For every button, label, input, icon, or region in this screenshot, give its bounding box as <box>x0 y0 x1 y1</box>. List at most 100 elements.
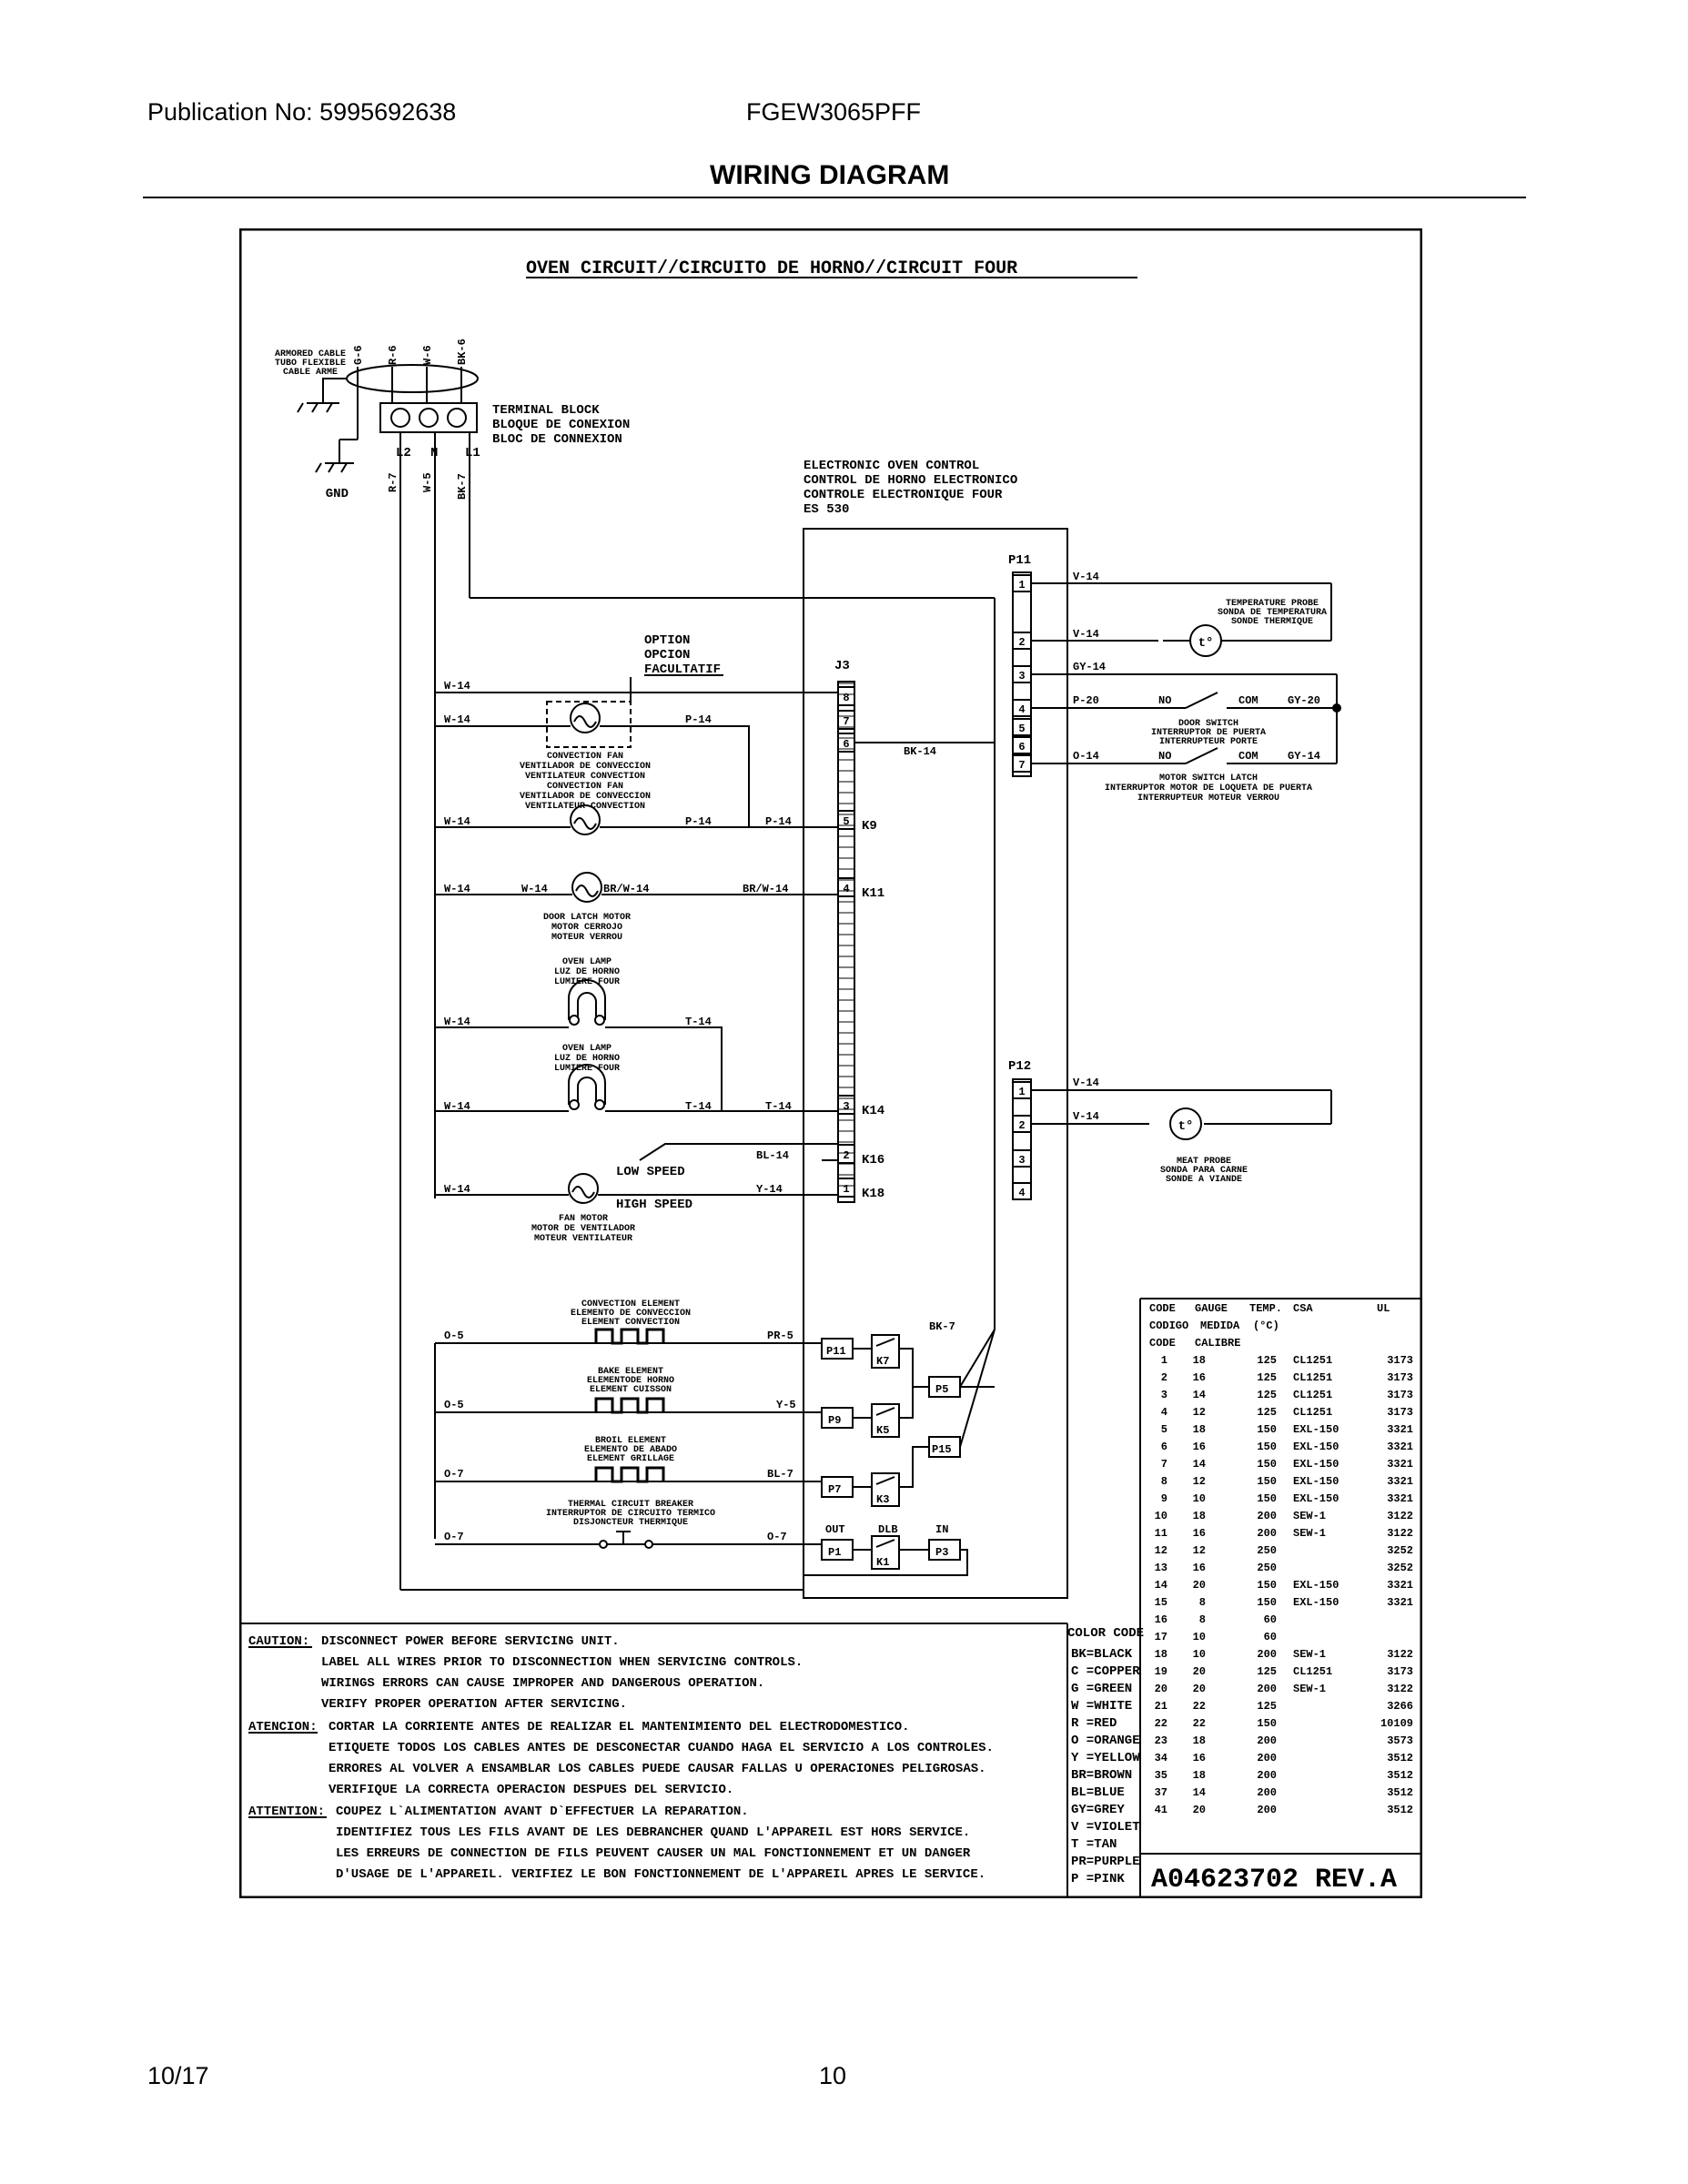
temp-probe-icon: t° <box>1189 624 1222 657</box>
attention-line: D'USAGE DE L'APPAREIL. VERIFIEZ LE BON F… <box>336 1867 986 1882</box>
gauge-awg: 18 <box>1193 1423 1206 1436</box>
terminal-block <box>379 402 478 433</box>
gauge-awg: 22 <box>1193 1700 1206 1713</box>
gauge-code: 21 <box>1155 1700 1167 1713</box>
atencion-label: ATENCION: <box>248 1720 318 1734</box>
gauge-h3-calibre: CALIBRE <box>1195 1337 1240 1350</box>
caution-line: VERIFY PROPER OPERATION AFTER SERVICING. <box>321 1697 627 1712</box>
color-code-row: BK=BLACK <box>1071 1647 1133 1662</box>
gauge-awg: 8 <box>1199 1596 1206 1609</box>
motor-switch-en: MOTOR SWITCH LATCH <box>1159 774 1258 784</box>
tcb-o7b: O-7 <box>767 1531 787 1543</box>
gauge-code: 12 <box>1155 1544 1167 1557</box>
row6-t14b: T-14 <box>765 1100 792 1113</box>
svg-text:t°: t° <box>1178 1119 1194 1134</box>
gauge-code: 22 <box>1155 1717 1167 1730</box>
gauge-awg: 14 <box>1193 1389 1206 1401</box>
p12-pin-4: 4 <box>1018 1187 1025 1199</box>
gauge-awg: 10 <box>1193 1631 1206 1643</box>
color-code-row: W =WHITE <box>1071 1699 1132 1714</box>
gauge-code: 34 <box>1155 1752 1167 1764</box>
gauge-awg: 20 <box>1193 1665 1206 1678</box>
wire <box>435 1026 723 1111</box>
p11-pin-box <box>1012 736 1032 754</box>
meat-probe-fr: SONDE A VIANDE <box>1166 1175 1242 1185</box>
gauge-temp: 150 <box>1257 1717 1277 1730</box>
k11-label: K11 <box>862 886 884 901</box>
gauge-awg: 20 <box>1193 1804 1206 1816</box>
broil-element-es: ELEMENTO DE ABADO <box>584 1445 677 1455</box>
temp-probe-fr: SONDE THERMIQUE <box>1231 617 1313 627</box>
oven-lamp-1-icon <box>568 979 606 1026</box>
conv-fan2-es: VENTILADOR DE CONVECCION <box>520 792 651 802</box>
gauge-csa: SEW-1 <box>1293 1510 1326 1522</box>
door-switch-no: NO <box>1158 694 1171 707</box>
gauge-h-ul: UL <box>1377 1302 1390 1315</box>
gauge-csa: SEW-1 <box>1293 1648 1326 1661</box>
gauge-ul: 3321 <box>1387 1423 1413 1436</box>
door-switch-es: INTERRUPTOR DE PUERTA <box>1151 728 1266 738</box>
lamp2-fr: LUMIERE FOUR <box>554 1064 620 1074</box>
meat-probe-icon: t° <box>1169 1107 1202 1140</box>
convection-fan-optional-icon <box>570 703 601 733</box>
p11-pin-2: 2 <box>1018 636 1025 649</box>
relay-pin-p3: P3 <box>935 1546 948 1559</box>
gauge-awg: 16 <box>1193 1371 1206 1384</box>
gauge-code: 2 <box>1161 1371 1167 1384</box>
tcb-fr: DISJONCTEUR THERMIQUE <box>573 1518 688 1528</box>
gauge-h3-code: CODE <box>1149 1337 1176 1350</box>
caution-label: CAUTION: <box>248 1634 309 1649</box>
control-es: CONTROL DE HORNO ELECTRONICO <box>804 473 1017 488</box>
gauge-awg: 18 <box>1193 1354 1206 1367</box>
gauge-csa: CL1251 <box>1293 1665 1332 1678</box>
wire <box>639 1143 838 1161</box>
gauge-temp: 125 <box>1257 1371 1277 1384</box>
gauge-awg: 20 <box>1193 1683 1206 1695</box>
gauge-awg: 18 <box>1193 1510 1206 1522</box>
gauge-awg: 16 <box>1193 1562 1206 1574</box>
gauge-temp: 200 <box>1257 1527 1277 1540</box>
gauge-awg: 18 <box>1193 1769 1206 1782</box>
gauge-ul: 3252 <box>1387 1562 1413 1574</box>
motor-switch-no: NO <box>1158 750 1171 763</box>
y14-label: Y-14 <box>756 1183 783 1196</box>
gauge-csa: EXL-150 <box>1293 1458 1339 1471</box>
gauge-code: 10 <box>1155 1510 1167 1522</box>
gauge-code: 37 <box>1155 1786 1167 1799</box>
gauge-awg: 16 <box>1193 1441 1206 1453</box>
relay-k7: K7 <box>876 1355 889 1368</box>
gauge-temp: 200 <box>1257 1510 1277 1522</box>
row3-p14b: P-14 <box>765 815 792 828</box>
broil-elem-bl7: BL-7 <box>767 1468 793 1481</box>
gnd-icon <box>315 439 358 473</box>
wire-r6: R-6 <box>387 345 399 365</box>
relay-pin-p5: P5 <box>935 1383 948 1396</box>
j3-label: J3 <box>834 659 850 673</box>
k18-label: K18 <box>862 1187 884 1201</box>
gauge-ul: 3573 <box>1387 1734 1413 1747</box>
j3-pin-6: 6 <box>843 738 849 751</box>
gauge-temp: 150 <box>1257 1579 1277 1592</box>
j3-pin-2: 2 <box>843 1149 849 1162</box>
p11-pin-3: 3 <box>1018 670 1025 682</box>
gnd-label: GND <box>326 487 349 501</box>
terminal-block-fr: BLOC DE CONNEXION <box>492 432 622 447</box>
color-code-row: R =RED <box>1071 1716 1117 1731</box>
relay-k1: K1 <box>876 1556 889 1569</box>
j3-pin-8: 8 <box>843 692 849 704</box>
oven-control-box <box>803 528 1068 1599</box>
k9-label: K9 <box>862 819 877 834</box>
gauge-ul: 3321 <box>1387 1475 1413 1488</box>
row4-w14a: W-14 <box>444 883 470 895</box>
page-title: WIRING DIAGRAM <box>710 160 950 190</box>
conv-element-es: ELEMENTO DE CONVECCION <box>571 1309 691 1319</box>
gauge-temp: 150 <box>1257 1596 1277 1609</box>
gauge-temp: 150 <box>1257 1475 1277 1488</box>
conv-fan2-en: CONVECTION FAN <box>547 782 623 792</box>
gauge-csa: CL1251 <box>1293 1371 1332 1384</box>
p12-pin-box <box>1012 1149 1032 1168</box>
gauge-temp: 200 <box>1257 1683 1277 1695</box>
wire-bk7: BK-7 <box>456 473 469 500</box>
relay-dlb: DLB <box>878 1523 898 1536</box>
gauge-csa: EXL-150 <box>1293 1579 1339 1592</box>
